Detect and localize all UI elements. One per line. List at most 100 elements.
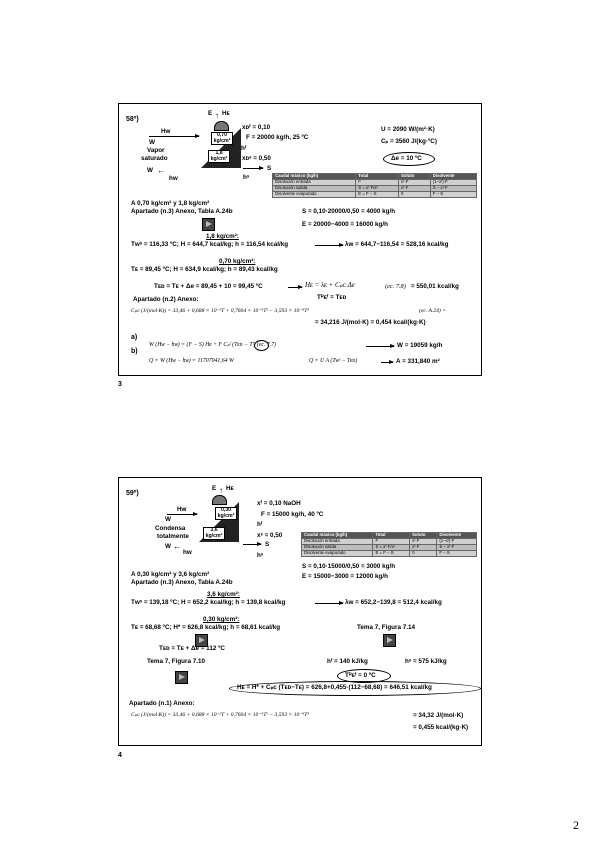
steam-properties: Tᴡˢ = 116,33 ºC; H = 644,7 kcal/kg; h = … bbox=[131, 241, 289, 248]
feed-concentration: xᴅᶠ = 0,10 bbox=[242, 124, 271, 131]
cp-formula: Cₚᴄ (J/(mol·K)) = 33,46 + 0,688 × 10⁻²T … bbox=[131, 712, 309, 718]
table-cell: 0 bbox=[398, 191, 431, 198]
part-b-label: b) bbox=[131, 348, 138, 355]
page-number: 2 bbox=[573, 818, 579, 832]
pressure-heading-low: 0,30 kg/cm²: bbox=[203, 616, 240, 623]
label-W-condensate: W bbox=[147, 167, 153, 174]
product-enthalpy: hˢ = 575 kJ/kg bbox=[405, 658, 447, 665]
highlight-HE-ellipse bbox=[254, 340, 269, 351]
vapor-properties: Tᴇ = 68,68 ºC; H* = 626,8 kcal/kg; h = 6… bbox=[131, 624, 281, 631]
energy-balance-equation: W (Hᴡ − hᴡ) = (F − S) Hᴇ + F Cₚᶠ (Tᴇᴅ − … bbox=[149, 342, 277, 348]
label-W-steam: W bbox=[165, 516, 171, 523]
label-W-steam: W bbox=[149, 139, 155, 146]
slide-58: 58º) 0,70 kg/cm² 1,8 kg/cm² E Hᴇ ↑ Hᴡ W … bbox=[118, 103, 482, 376]
result-arrow bbox=[381, 360, 394, 364]
play-button-icon[interactable] bbox=[383, 634, 396, 647]
result-arrow bbox=[315, 601, 344, 605]
label-hS: hˢ bbox=[257, 552, 264, 559]
cp-value: = 34,32 J/(mol·K) bbox=[413, 712, 464, 719]
play-button-icon[interactable] bbox=[195, 634, 208, 647]
table-row: Disolución salida S = xᶠ·F/xˢ xᶠ·F S − x… bbox=[271, 185, 478, 192]
apartado-reference: Apartado (n.3) Anexo, Tabla A.24b bbox=[131, 579, 233, 586]
play-button-icon[interactable] bbox=[175, 671, 188, 684]
pressure-heading-high: 3,6 kg/cm²: bbox=[207, 591, 240, 598]
label-S: S bbox=[265, 541, 270, 548]
label-condensa: Condensa bbox=[155, 525, 186, 532]
cp-value: = 34,216 J/(mol·K) = 0,454 kcal/(kg·K) bbox=[315, 319, 426, 326]
label-S: S bbox=[267, 165, 272, 172]
area-result: A = 331,840 m² bbox=[396, 358, 440, 365]
table-cell: 0 bbox=[409, 550, 438, 557]
equation-ref: (ec. 7.8) bbox=[385, 283, 406, 290]
boiling-rise-ellipse bbox=[383, 152, 435, 166]
left-arrow-icon: ← bbox=[173, 542, 181, 551]
evaporator-pressure-bottom: 1,8 kg/cm² bbox=[208, 150, 230, 163]
product-outlet-arrow bbox=[243, 166, 264, 170]
label-hF: hᶠ bbox=[241, 145, 247, 152]
table-header-row: Caudal másico (kg/h) Total Soluto Disolv… bbox=[271, 173, 478, 180]
table-row: Disolvente evaporado E = F − S 0 F − S bbox=[300, 550, 477, 557]
figure-reference: Tema 7, Figura 7.14 bbox=[357, 624, 415, 631]
cp-value-converted: = 0,455 kcal/(kg·K) bbox=[413, 724, 469, 731]
apartado-annex: Apartado (n.2) Anexo: bbox=[133, 296, 199, 303]
vapor-properties: Tᴇ = 89,45 ºC; H = 634,9 kcal/kg; h = 89… bbox=[131, 266, 278, 273]
enthalpy-ellipse bbox=[229, 681, 481, 696]
cp-formula: Cₚᴄ (J/(mol·K)) = 33,46 + 0,688 × 10⁻²T … bbox=[131, 308, 309, 314]
table-cell: Disolvente evaporado bbox=[271, 191, 357, 198]
apartado-reference: Apartado (n.3) Anexo, Tabla A.24b bbox=[131, 208, 233, 215]
label-HE: Hᴇ bbox=[226, 485, 234, 492]
apartado-annex: Apartado (n.1) Anexo: bbox=[129, 700, 195, 707]
left-arrow-icon: ← bbox=[157, 166, 165, 175]
evaporator-pressure-bottom: 3,6 kg/cm² bbox=[203, 527, 225, 540]
label-W-condensate: W bbox=[165, 543, 171, 550]
product-concentration: xˢ = 0,50 bbox=[257, 532, 283, 539]
up-arrow-icon: ↑ bbox=[215, 111, 219, 120]
label-totalmente: totalmente bbox=[157, 533, 189, 540]
latent-heat-steam: λᴡ = 644,7−116,54 = 528,16 kcal/kg bbox=[345, 241, 449, 248]
S-calculation: S = 0,10·15000/0,50 = 3000 kg/h bbox=[302, 563, 396, 570]
play-button-icon[interactable] bbox=[202, 218, 215, 231]
vapor-enthalpy-line: Hᴇ = H* + Cₚᴄ (Tᴇᴅ−Tᴇ) = 626,8+0,455·(11… bbox=[237, 684, 432, 691]
feed-enthalpy: hᶠ = 140 kJ/kg bbox=[327, 658, 368, 665]
mass-balance-table: Caudal másico (kg/h) Total Soluto Disolv… bbox=[300, 532, 477, 557]
reference-temperature: Tᴿᴇᶠ = 0 ºC bbox=[345, 672, 376, 679]
result-arrow bbox=[366, 344, 395, 348]
label-HW: Hᴡ bbox=[161, 128, 171, 135]
table-cell: F − S bbox=[436, 550, 477, 557]
problem-number: 59º) bbox=[126, 490, 139, 497]
area-equation: Q = U A (Tᴡˢ − Tᴇᴅ) bbox=[309, 358, 358, 364]
label-hW: hᴡ bbox=[169, 175, 178, 182]
vapor-dome bbox=[212, 495, 227, 505]
heat-transfer-coefficient: U = 2090 W/(m²·K) bbox=[381, 126, 435, 133]
label-E: E bbox=[208, 110, 213, 117]
figure-reference: Tema 7, Figura 7.10 bbox=[147, 658, 205, 665]
label-hW: hᴡ bbox=[183, 549, 192, 556]
steam-inlet-arrow bbox=[149, 134, 200, 138]
boiling-point-rise: Δe = 10 ºC bbox=[391, 155, 422, 162]
table-row: Disolución salida S = xᶠ·F/xˢ xᶠ·F S − x… bbox=[300, 544, 477, 551]
table-cell: E = F − S bbox=[372, 550, 411, 557]
label-hS: hˢ bbox=[243, 174, 250, 181]
enthalpy-value: = 550,01 kcal/kg bbox=[411, 283, 459, 290]
table-header-row: Caudal másico (kg/h) Total Soluto Disolv… bbox=[300, 532, 477, 539]
pressure-line: A 0,70 kg/cm² y 1,8 kg/cm² bbox=[131, 200, 210, 207]
mass-balance-table: Caudal másico (kg/h) Total Soluto Disolv… bbox=[271, 173, 478, 198]
table-cell: E = F − S bbox=[355, 191, 400, 198]
E-calculation: E = 20000−4000 = 16000 kg/h bbox=[302, 221, 388, 228]
specific-heat: Cₚ = 3560 J/(kg·ºC) bbox=[381, 138, 437, 145]
product-concentration: xᴅˢ = 0,50 bbox=[242, 155, 271, 162]
feed-flow: F = 20000 kg/h, 25 ºC bbox=[246, 134, 309, 141]
evaporator-diagram: 0,30 kg/cm² 3,6 kg/cm² bbox=[199, 495, 239, 542]
evaporator-pressure-top: 0,70 kg/cm² bbox=[211, 132, 233, 145]
boiling-temperature: Tᴇᴅ = Tᴇ + Δe = 112 ºC bbox=[159, 645, 225, 652]
result-arrow bbox=[315, 243, 344, 247]
pressure-heading-high: 1,8 kg/cm²: bbox=[206, 233, 239, 240]
table-cell: F − S bbox=[429, 191, 478, 198]
steam-flow-result: W = 19059 kg/h bbox=[397, 342, 443, 349]
slide-footer-number: 3 bbox=[118, 381, 122, 388]
label-HE: Hᴇ bbox=[222, 110, 230, 117]
heat-load-equation: Q = W (Hᴡ − hᴡ) = 11707041,64 W bbox=[149, 358, 234, 364]
label-hF: hᶠ bbox=[257, 521, 263, 528]
part-a-label: a) bbox=[131, 334, 138, 341]
up-arrow-icon: ↑ bbox=[219, 486, 223, 495]
